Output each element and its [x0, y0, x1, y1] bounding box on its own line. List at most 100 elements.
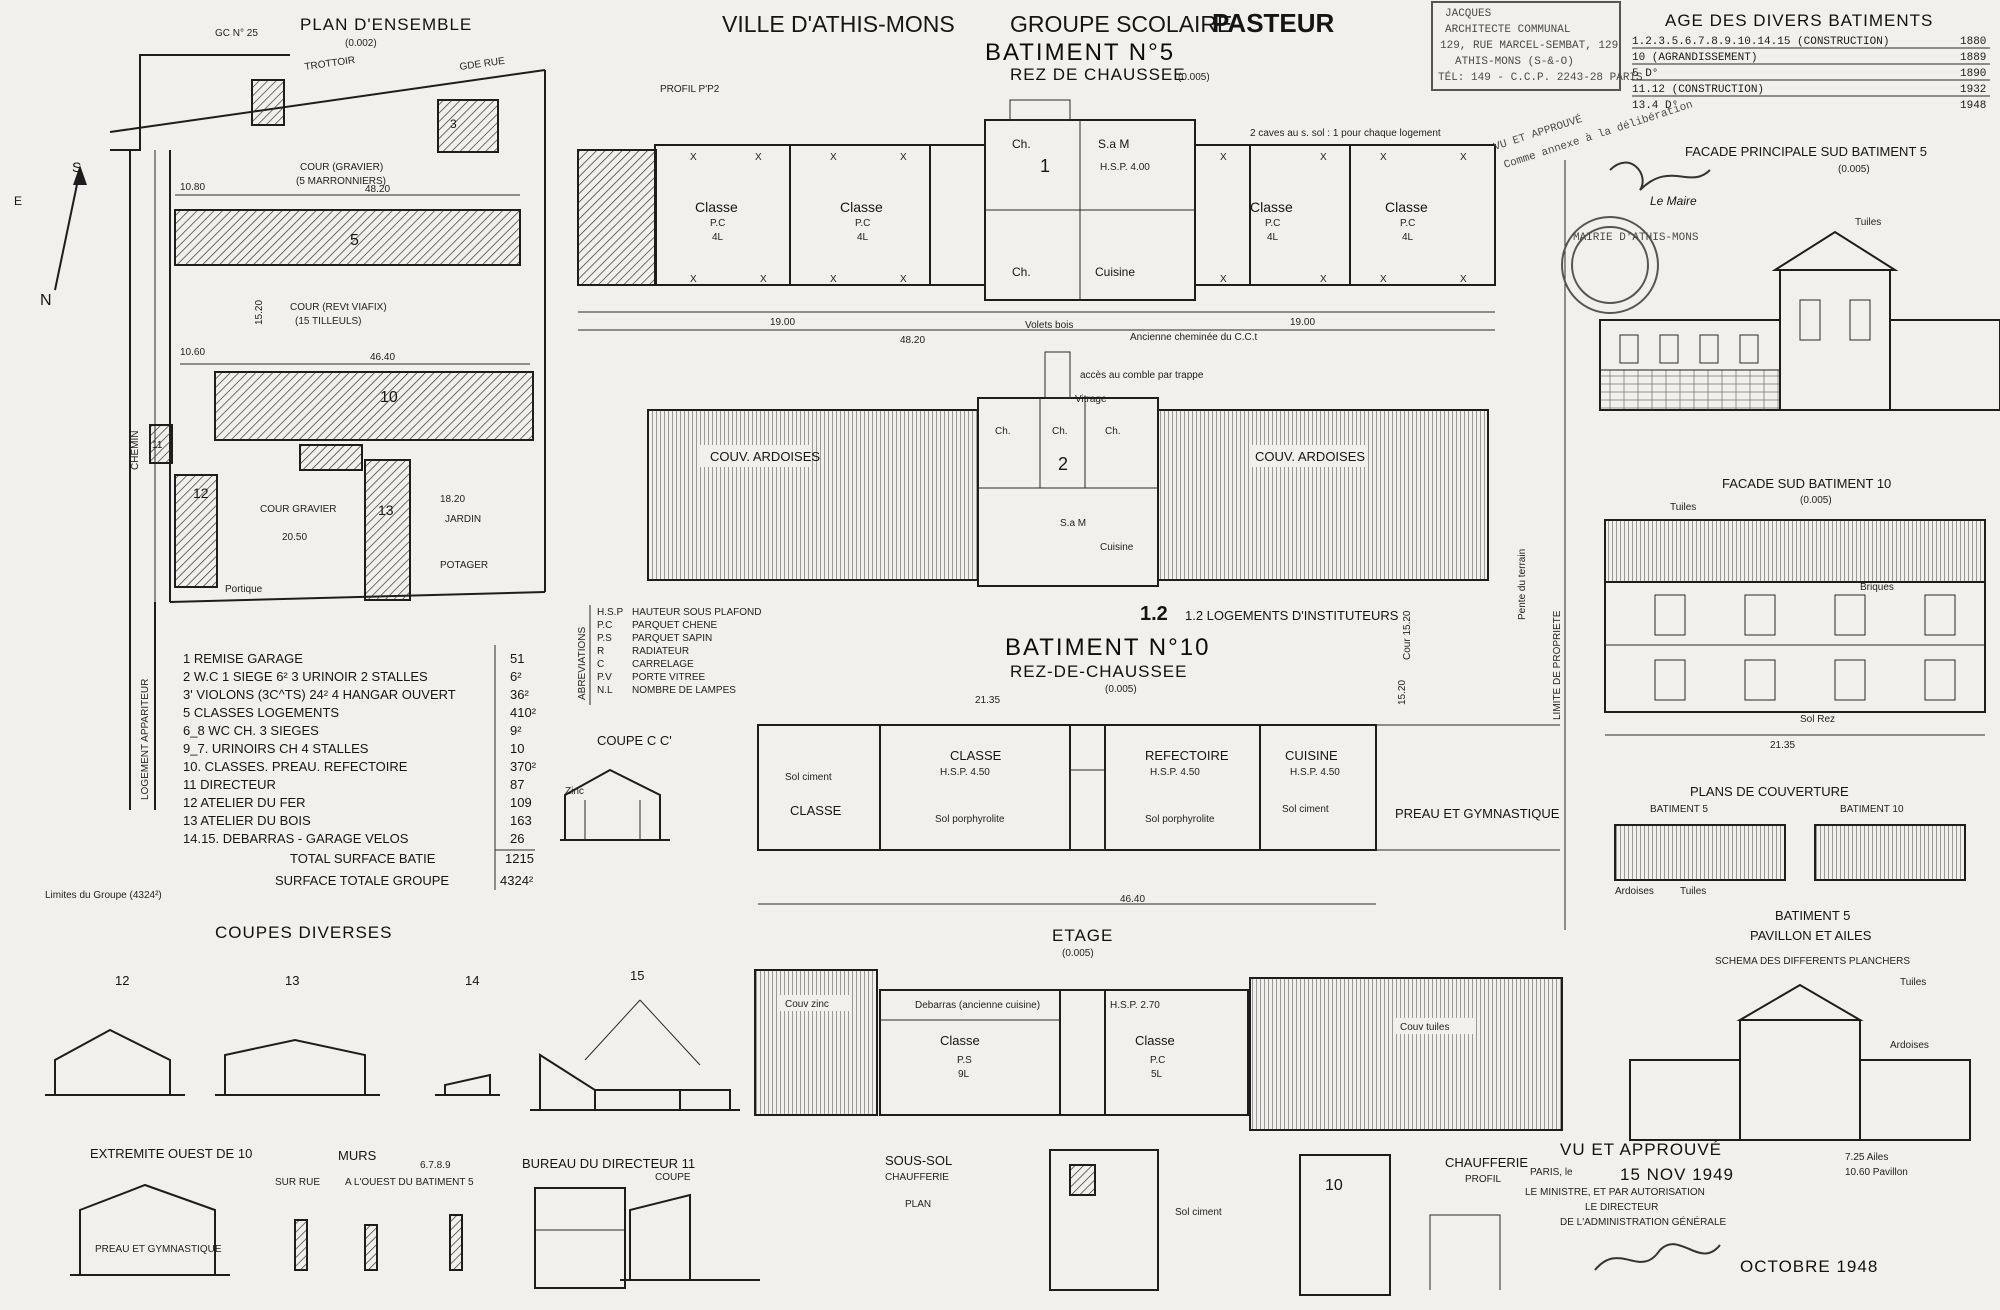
sous-sol-floor: Sol ciment: [1175, 1207, 1222, 1218]
abbrev-v-1: HAUTEUR SOUS PLAFOND: [632, 607, 761, 618]
coupe-13: 13: [285, 973, 299, 988]
ages-year-3: 1890: [1960, 68, 1986, 80]
svg-text:X: X: [760, 274, 767, 285]
bat5-dim-right: 19.00: [1290, 317, 1315, 328]
coupe-ouest: A L'OUEST DU BATIMENT 5: [345, 1177, 474, 1188]
bat5-roof-right: [1157, 409, 1489, 581]
site-tilleuls: (15 TILLEULS): [295, 316, 362, 327]
site-portique: Portique: [225, 584, 263, 595]
site-building-13-label: 13: [378, 502, 394, 518]
etage-roof-right-label: Couv tuiles: [1400, 1022, 1449, 1033]
bat5-room-2: Classe: [840, 199, 883, 215]
legend-area-9: 109: [510, 795, 532, 810]
legend-total-label: TOTAL SURFACE BATIE: [290, 851, 436, 866]
bat10-room-4: CUISINE: [1285, 748, 1338, 763]
bat5-dim-left: 19.00: [770, 317, 795, 328]
facade10-tuiles: Tuiles: [1670, 502, 1696, 513]
approval-vu-2: VU ET APPROUVÉ: [1560, 1140, 1722, 1159]
bat10-room-3-hsp: H.S.P. 4.50: [1150, 767, 1200, 778]
facade5-tuiles: Tuiles: [1855, 217, 1881, 228]
title-city: VILLE D'ATHIS-MONS: [722, 11, 955, 37]
svg-text:X: X: [1220, 152, 1227, 163]
dim-1520: 15.20: [254, 300, 265, 325]
roof-plans: PLANS DE COUVERTURE BATIMENT 5 BATIMENT …: [1614, 784, 1966, 897]
abbrev-k-3: P.S: [597, 633, 612, 644]
site-cour-gravier-2: COUR GRAVIER: [260, 504, 337, 515]
coupe-extremite: EXTREMITE OUEST DE 10: [90, 1146, 252, 1161]
stamp-line-3: 129, RUE MARCEL-SEMBAT, 129: [1440, 40, 1618, 52]
svg-text:X: X: [1460, 274, 1467, 285]
abbrev-v-2: PARQUET CHENE: [632, 620, 718, 631]
pavilion-schema: BATIMENT 5 PAVILLON ET AILES SCHEMA DES …: [1629, 908, 1971, 1178]
legend-item-3: 3' VIOLONS (3C^TS) 24² 4 HANGAR OUVERT: [183, 687, 456, 702]
abbrev-k-5: C: [597, 659, 604, 670]
dim-1060: 10.60: [180, 347, 205, 358]
site-building-5: [174, 209, 521, 266]
dim-1820: 18.20: [440, 494, 465, 505]
site-building-3-label: 3: [450, 117, 457, 131]
legend-area-11: 26: [510, 831, 524, 846]
title-school-name: PASTEUR: [1212, 8, 1335, 38]
legend-item-6: 9_7. URINOIRS CH 4 STALLES: [183, 741, 369, 756]
abbrev-k-6: P.V: [597, 672, 612, 683]
svg-text:X: X: [1320, 274, 1327, 285]
coupe-15: 15: [630, 968, 644, 983]
bat5-log-room-1: Ch.: [1012, 137, 1031, 151]
approval-ministre: LE MINISTRE, ET PAR AUTORISATION: [1525, 1187, 1705, 1198]
etage-room-2-floor: P.C: [1150, 1055, 1165, 1066]
abbrev-v-4: RADIATEUR: [632, 646, 689, 657]
pavillon-sub: PAVILLON ET AILES: [1750, 928, 1872, 943]
site-cour-gravier: COUR (GRAVIER): [300, 162, 383, 173]
bat10-title: BATIMENT N°10: [1005, 634, 1210, 661]
bat5-upper-plan: COUV. ARDOISES COUV. ARDOISES 2 Ch. Ch. …: [647, 351, 1489, 625]
bat5-room-1-sub: P.C: [710, 218, 725, 229]
bat5-profil: PROFIL P'P2: [660, 84, 720, 95]
coupes-title: COUPES DIVERSES: [215, 923, 393, 942]
abbrev-v-6: PORTE VITREE: [632, 672, 705, 683]
couverture-title: PLANS DE COUVERTURE: [1690, 784, 1849, 799]
sous-sol-sub: CHAUFFERIE: [885, 1172, 949, 1183]
bat10-room-2-floor: Sol porphyrolite: [935, 814, 1005, 825]
coupe-murs: MURS: [338, 1148, 377, 1163]
approval-admin: DE L'ADMINISTRATION GÉNÉRALE: [1560, 1215, 1727, 1228]
bat5-room-4-lamps: 4L: [1402, 232, 1414, 243]
bat5-logement-number: 1: [1040, 156, 1050, 176]
ages-year-2: 1889: [1960, 52, 1986, 64]
site-building-13: [364, 459, 411, 601]
coupe-bureau: BUREAU DU DIRECTEUR 11: [522, 1156, 695, 1171]
facade10-dim: 21.35: [1770, 740, 1795, 751]
bat5-note-volets: Volets bois: [1025, 320, 1073, 331]
approval-maire: Le Maire: [1650, 194, 1697, 208]
bat10-room-1-floor: Sol ciment: [785, 772, 832, 783]
svg-text:N: N: [40, 292, 52, 309]
site-logement: LOGEMENT APPARITEUR: [140, 679, 151, 800]
pavillon-ailes: 7.25 Ailes: [1845, 1152, 1888, 1163]
abbreviations: ABREVIATIONS H.S.P HAUTEUR SOUS PLAFOND …: [577, 605, 761, 705]
ages-row-3: 5 D°: [1632, 68, 1658, 80]
site-building-10: [214, 371, 534, 441]
side-cour: Cour 15.20: [1402, 610, 1413, 660]
site-jardin: JARDIN: [445, 514, 481, 525]
sous-sol-plan: PLAN: [905, 1199, 931, 1210]
etage-title: ETAGE: [1052, 926, 1113, 945]
legend-area-10: 163: [510, 813, 532, 828]
etage-room-1-floor: P.S: [957, 1055, 972, 1066]
bat10-dim-depth: 15.20: [1397, 680, 1408, 705]
facade5-title: FACADE PRINCIPALE SUD BATIMENT 5: [1685, 144, 1927, 159]
pavillon-tuiles: Tuiles: [1900, 977, 1926, 988]
etage-hsp: H.S.P. 2.70: [1110, 1000, 1160, 1011]
legend-surface-label: SURFACE TOTALE GROUPE: [275, 873, 449, 888]
approval-directeur: LE DIRECTEUR: [1585, 1202, 1658, 1213]
side-limite: LIMITE DE PROPRIETE: [1552, 610, 1563, 720]
legend-area-4: 410²: [510, 705, 537, 720]
bat10-coupe-label: COUPE C C': [597, 733, 672, 748]
bat10-room-1: CLASSE: [790, 803, 842, 818]
title-rez-scale: (0.005): [1178, 72, 1210, 83]
title-block: VILLE D'ATHIS-MONS GROUPE SCOLAIRE PASTE…: [722, 8, 1335, 84]
site-building-3: [437, 99, 499, 153]
title-rez: REZ DE CHAUSSEE: [1010, 65, 1186, 84]
ages-row-2: 10 (AGRANDISSEMENT): [1632, 52, 1757, 64]
stamp-line-1: JACQUES: [1445, 8, 1492, 20]
legend-item-1: 1 REMISE GARAGE: [183, 651, 303, 666]
